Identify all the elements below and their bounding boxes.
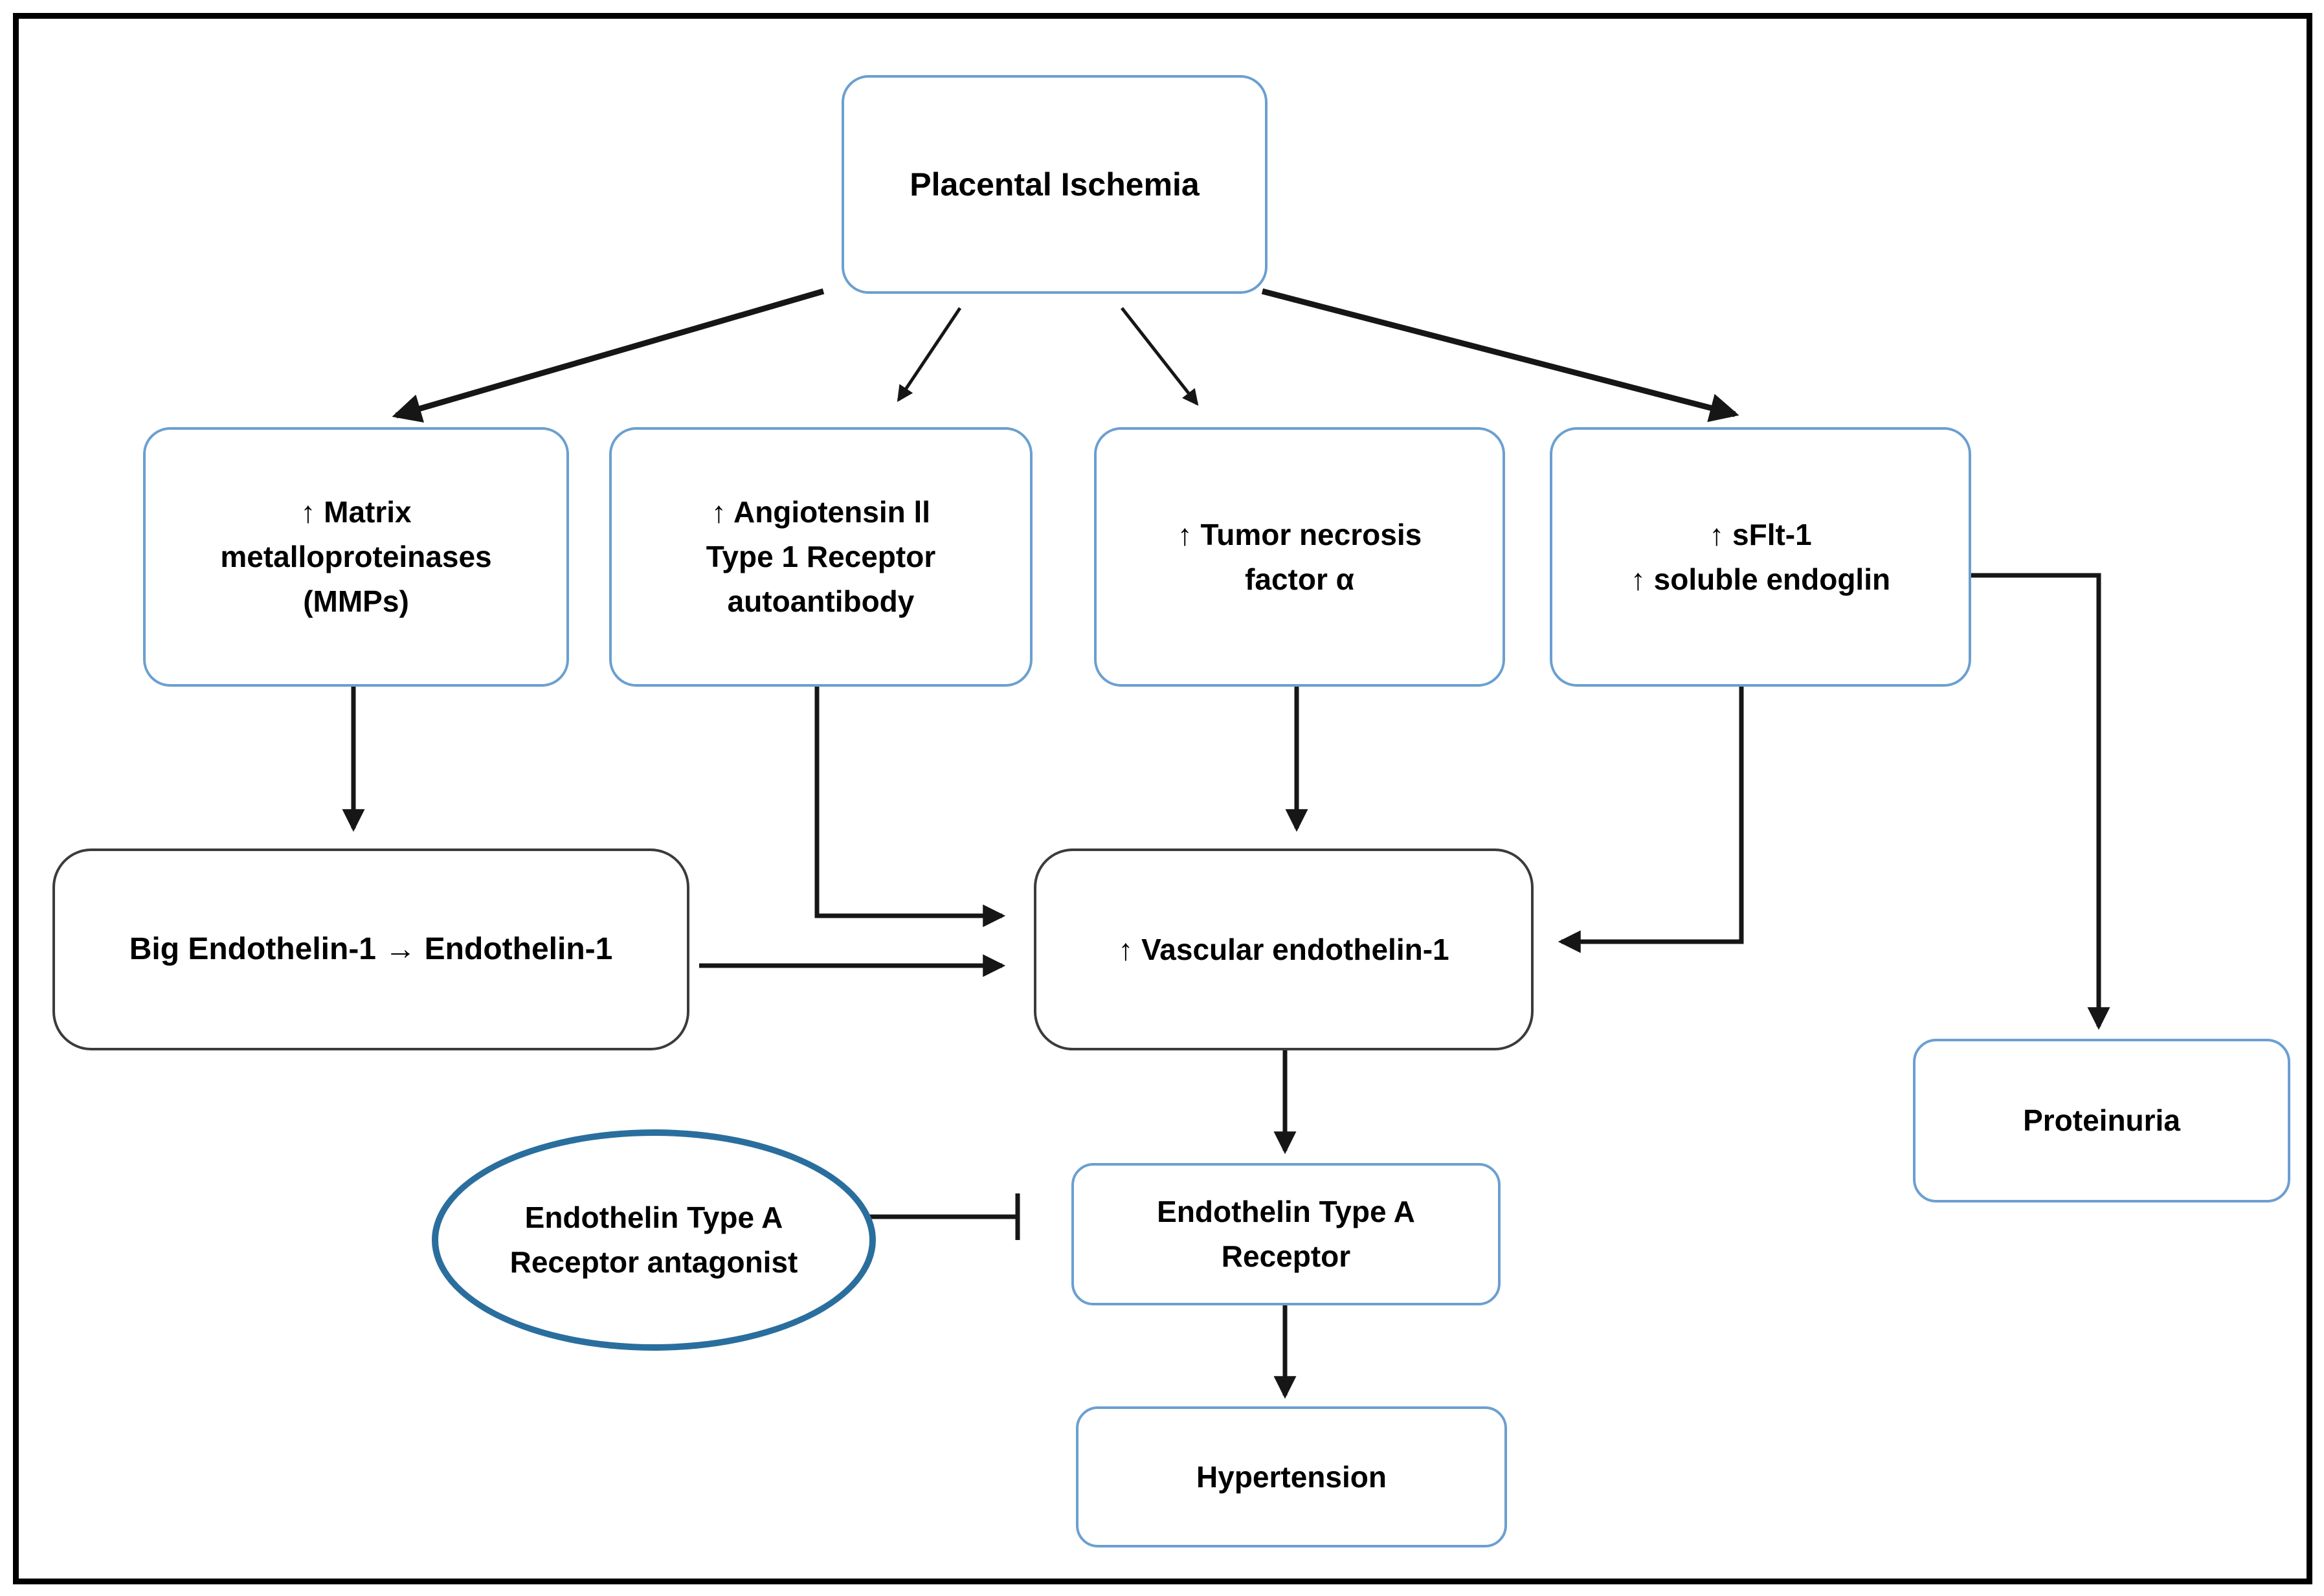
node-tumor-necrosis-factor: ↑ Tumor necrosis factor α xyxy=(1094,427,1505,687)
arrow-placental-to-mmp xyxy=(392,288,825,423)
arrow-sflt-to-proteinuria xyxy=(1968,573,2110,1030)
node-big-endothelin-label: Big Endothelin-1 → Endothelin-1 xyxy=(129,932,613,966)
node-placental-ischemia: Placental Ischemia xyxy=(842,75,1268,294)
arrow-placental-to-angiotensin xyxy=(897,307,962,403)
arrow-sflt-to-vascular xyxy=(1558,685,1744,953)
node-matrix-metalloproteinases: ↑ Matrix metalloproteinases (MMPs) xyxy=(143,427,569,687)
node-angiotensin-autoantibody-label: ↑ Angiotensin ll Type 1 Receptor autoant… xyxy=(706,495,936,618)
arrow-placental-to-sflt xyxy=(1261,288,1739,423)
outer-frame xyxy=(13,13,2312,1584)
node-eta-receptor-label: Endothelin Type A Receptor xyxy=(1157,1195,1415,1273)
arrow-placental-to-tnf xyxy=(1121,307,1199,406)
node-vascular-endothelin: ↑ Vascular endothelin-1 xyxy=(1034,848,1534,1050)
node-proteinuria-label: Proteinuria xyxy=(2023,1103,2180,1137)
node-matrix-metalloproteinases-label: ↑ Matrix metalloproteinases (MMPs) xyxy=(220,495,492,618)
node-big-endothelin: Big Endothelin-1 → Endothelin-1 xyxy=(52,848,689,1050)
node-vascular-endothelin-label: ↑ Vascular endothelin-1 xyxy=(1118,932,1449,966)
node-placental-ischemia-label: Placental Ischemia xyxy=(910,166,1200,203)
node-angiotensin-autoantibody: ↑ Angiotensin ll Type 1 Receptor autoant… xyxy=(609,427,1033,687)
node-eta-receptor: Endothelin Type A Receptor xyxy=(1071,1163,1501,1305)
node-proteinuria: Proteinuria xyxy=(1913,1039,2290,1203)
node-hypertension-label: Hypertension xyxy=(1196,1459,1387,1494)
node-eta-receptor-antagonist-label: Endothelin Type A Receptor antagonist xyxy=(509,1201,798,1279)
node-sflt-soluble-endoglin: ↑ sFlt-1 ↑ soluble endoglin xyxy=(1550,427,1971,687)
node-sflt-soluble-endoglin-label: ↑ sFlt-1 ↑ soluble endoglin xyxy=(1630,517,1891,596)
node-hypertension: Hypertension xyxy=(1076,1406,1507,1547)
node-eta-receptor-antagonist: Endothelin Type A Receptor antagonist xyxy=(432,1129,876,1351)
node-tumor-necrosis-factor-label: ↑ Tumor necrosis factor α xyxy=(1177,517,1422,596)
arrow-angiotensin-to-vascular xyxy=(814,685,1006,927)
